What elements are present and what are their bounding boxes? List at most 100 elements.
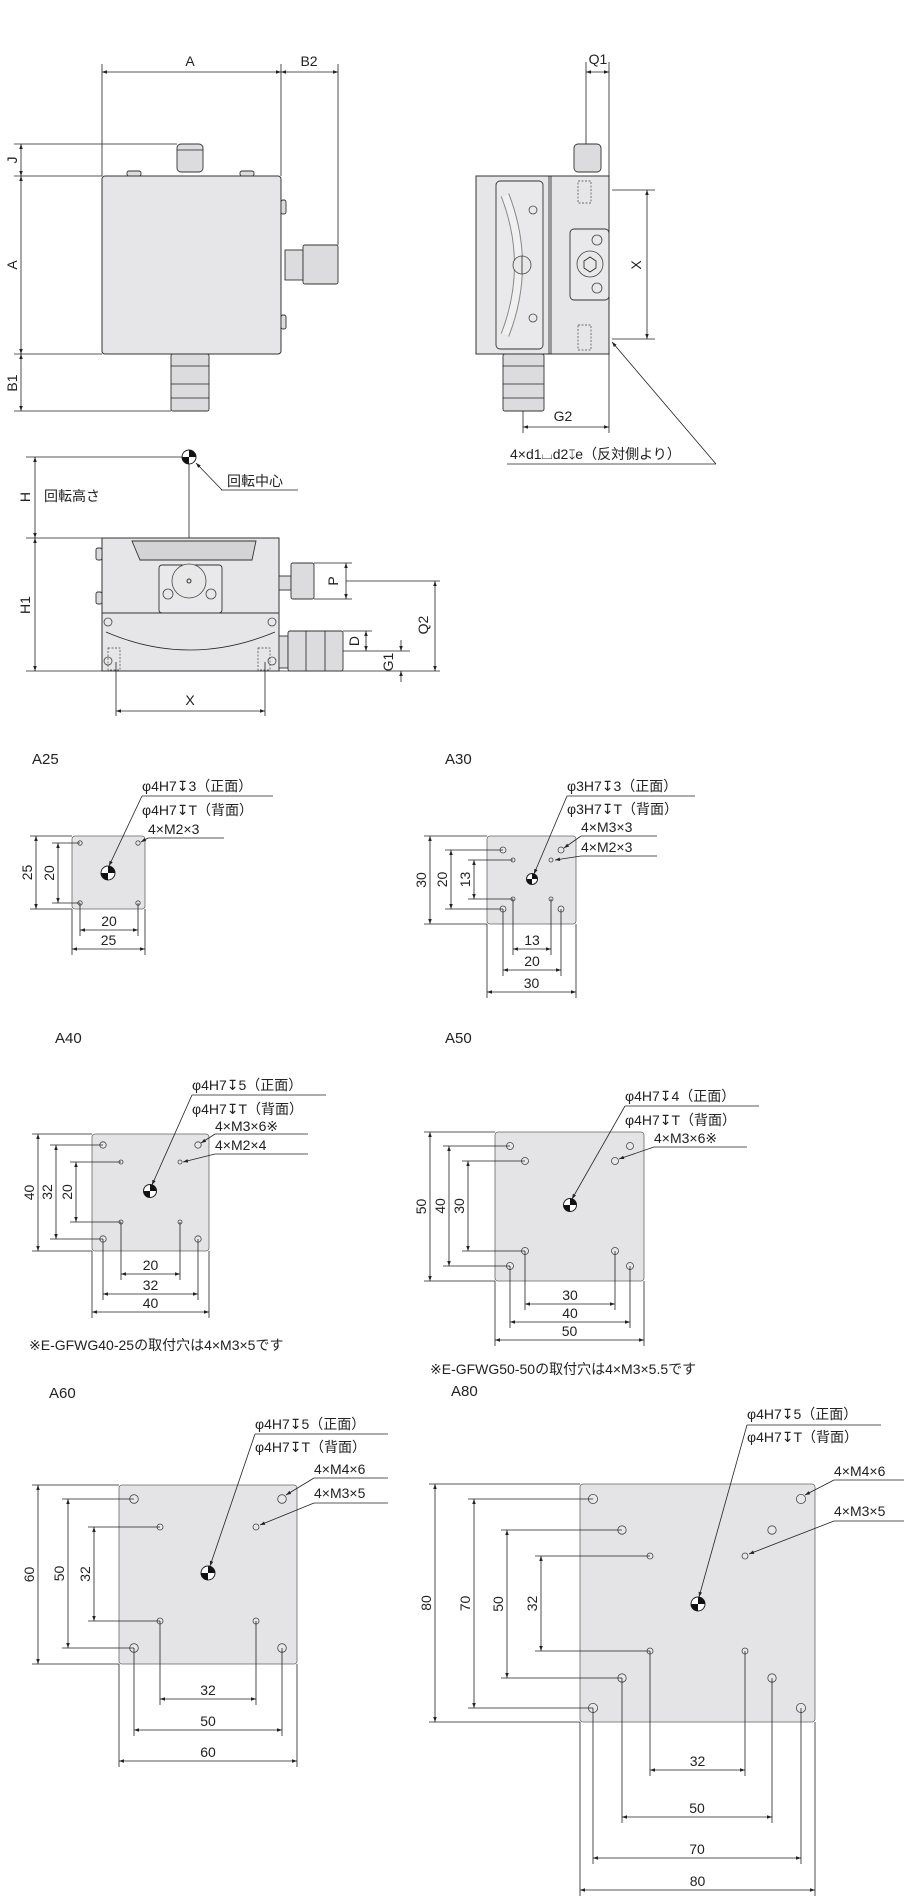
dim-p-label: P [325, 576, 341, 585]
top-screw [126, 170, 142, 177]
center-quadrant [108, 866, 115, 873]
plate-title: A60 [49, 1385, 76, 1402]
dimension: 30 [486, 924, 577, 998]
leader-line [285, 1477, 315, 1496]
dimension-label: 40 [143, 1295, 159, 1311]
mounting-hole [548, 857, 554, 863]
hole-callout: φ4H7↧5（正面） [192, 1077, 302, 1093]
dimension-label: 80 [690, 1873, 706, 1889]
dimension: 20 [41, 842, 80, 904]
dimension-label: 50 [562, 1323, 578, 1339]
dim-a-label: A [185, 53, 195, 69]
leader-line [554, 855, 582, 861]
dimension: 13 [457, 859, 513, 900]
dim-g2-label: G2 [554, 408, 573, 424]
rotation-center-mark [563, 1198, 577, 1212]
hole-callout: 4×M3×5 [834, 1503, 886, 1519]
mounting-hole [252, 1523, 260, 1531]
footnote: ※E-GFWG50-50の取付穴は4×M3×5.5です [430, 1361, 696, 1377]
leader-line [259, 1502, 315, 1526]
leader-line [140, 837, 149, 843]
plate-title: A50 [445, 1030, 472, 1047]
side-bump [280, 314, 287, 330]
dim-d-label: D [346, 636, 362, 646]
dimension: 13 [512, 899, 552, 955]
plate-title: A25 [32, 751, 59, 768]
dim-a-vertical-label: A [4, 260, 20, 270]
hole-callout: 4×M2×3 [581, 839, 633, 855]
dimension-label: 80 [418, 1595, 434, 1611]
dimension: 50 [51, 1498, 134, 1649]
rotation-center-mark [200, 1565, 216, 1581]
dimension: 20 [79, 903, 139, 936]
dimension-label: 32 [690, 1753, 706, 1769]
dimension-label: 25 [101, 932, 117, 948]
dimension-label: 60 [21, 1567, 37, 1583]
rotation-height-label: 回転高さ [44, 488, 100, 504]
mounting-hole [796, 1494, 807, 1505]
hole-callout: 4×M2×4 [215, 1137, 267, 1153]
top-screw [239, 170, 255, 177]
dimension-label: 32 [77, 1566, 93, 1582]
dimension: 32 [102, 1239, 199, 1300]
dimension-label: 20 [41, 865, 57, 881]
dim-b1-label: B1 [4, 374, 20, 391]
rotation-center-mark [181, 449, 197, 465]
dimension: 20 [502, 909, 562, 976]
dimension: 30 [524, 1251, 616, 1310]
dimension-label: 20 [524, 953, 540, 969]
adjust-stem [278, 635, 289, 669]
dimension: 50 [494, 1281, 645, 1346]
dim-q1-label: Q1 [589, 51, 608, 67]
dimension: 70 [592, 1708, 802, 1864]
side-bump [280, 199, 287, 215]
hole-callout: 4×M2×3 [148, 821, 200, 837]
dimension: 30 [413, 835, 487, 925]
dimension-label: 20 [434, 872, 450, 888]
center-quadrant [101, 873, 108, 880]
hole-callout: 4×M3×3 [581, 819, 633, 835]
mounting-hole [135, 840, 141, 846]
mount-hole-callout: 4×d1⌴d2↧e（反対側より） [510, 446, 681, 462]
mounting-hole [741, 1552, 749, 1560]
dim-b2-label: B2 [300, 53, 317, 69]
mounting-hole [557, 846, 565, 854]
mounting-hole [767, 1525, 777, 1535]
dovetail [131, 540, 257, 561]
dimension-label: 32 [39, 1184, 55, 1200]
front-view: 回転中心 H 回転高さ H1 P Q2 D [17, 449, 440, 716]
dimension: 32 [159, 1621, 257, 1705]
dimension: 32 [524, 1555, 650, 1652]
hole-callout: 4×M3×6※ [215, 1118, 278, 1134]
connector-stem [284, 249, 304, 281]
dim-h-label: H [17, 492, 33, 502]
dimension: 32 [39, 1144, 103, 1240]
dimension-label: 30 [562, 1287, 578, 1303]
hole-callout: φ4H7↧3（正面） [142, 778, 252, 794]
leader-line [209, 1433, 256, 1567]
hole-callout: 4×M3×5 [314, 1485, 366, 1501]
hole-callout: φ4H7↧T（背面） [747, 1429, 858, 1445]
adjust-knob [287, 630, 344, 672]
leader-line [533, 795, 568, 875]
dimension: 80 [579, 1722, 816, 1896]
dimension-label: 50 [200, 1713, 216, 1729]
center-quadrant [532, 873, 538, 879]
dimension-label: 40 [21, 1185, 37, 1201]
dimension: 50 [621, 1678, 773, 1823]
side-view: Q1 X G2 4×d1⌴d2↧e（反対側より） [475, 51, 717, 465]
leader-line [151, 1094, 193, 1186]
dimension-label: 32 [200, 1682, 216, 1698]
dimension-label: 30 [451, 1198, 467, 1214]
dimension: 60 [118, 1664, 298, 1767]
leader-line [571, 1105, 626, 1200]
hole-callout: φ4H7↧T（背面） [142, 802, 253, 818]
dimension: 60 [21, 1484, 119, 1665]
adjust-knob [170, 353, 210, 412]
dimension-label: 40 [432, 1198, 448, 1214]
dimension-label: 13 [524, 932, 540, 948]
